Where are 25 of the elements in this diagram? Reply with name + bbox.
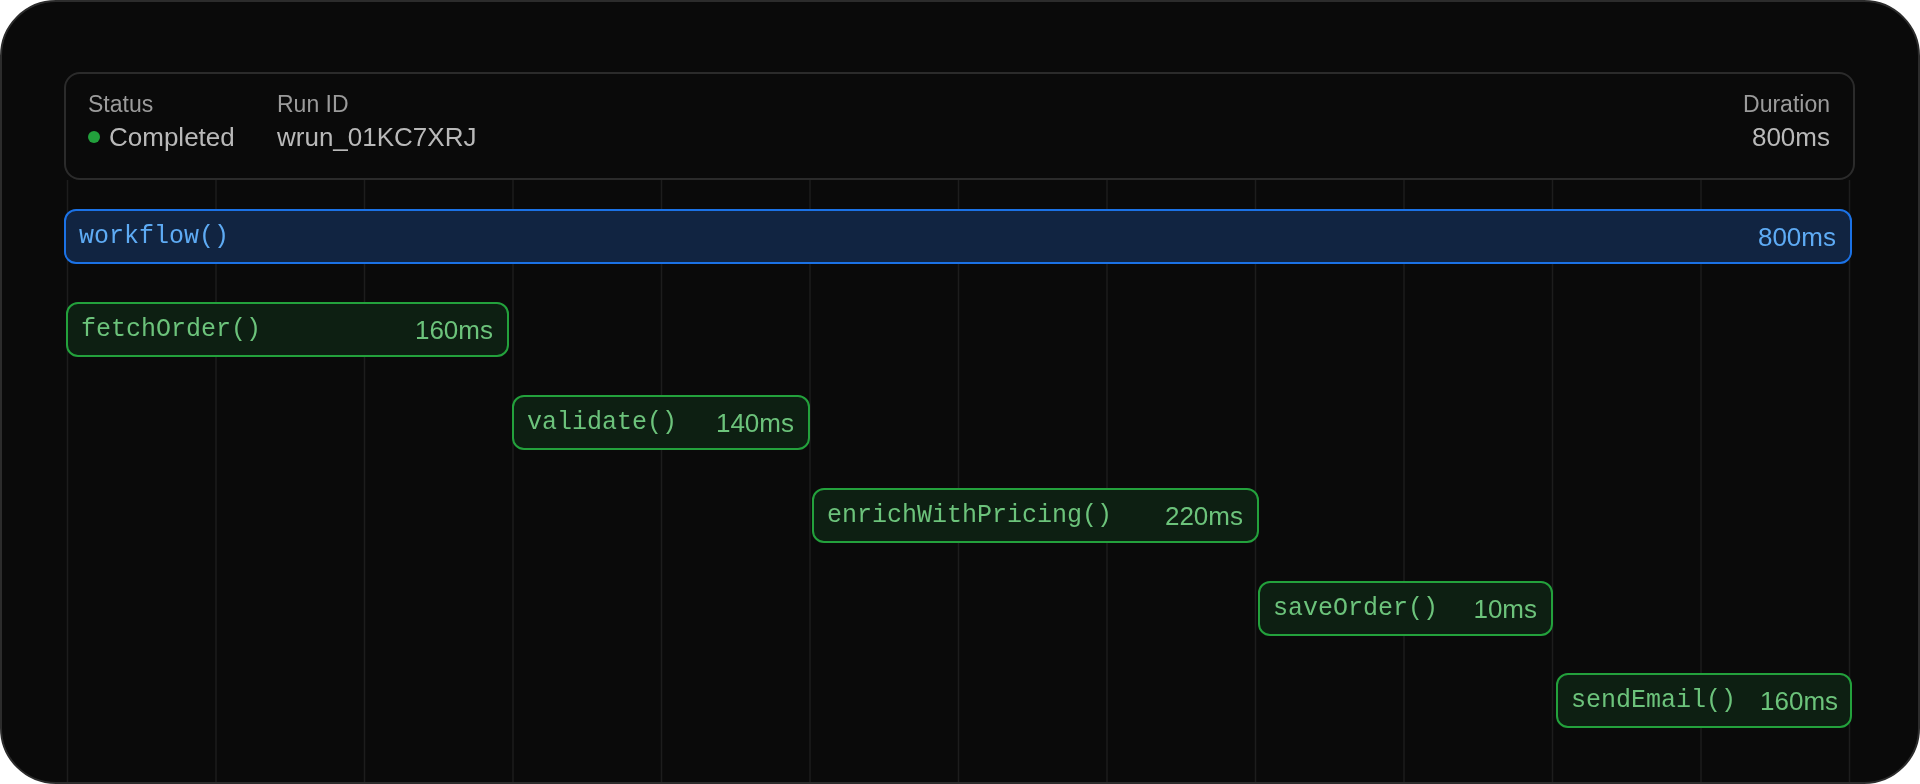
duration-label: Duration: [1743, 90, 1830, 119]
status-label: Status: [88, 90, 155, 119]
step-span-bar: [1258, 581, 1553, 636]
duration-value: 800ms: [1757, 221, 1836, 252]
duration-value: 160ms: [414, 314, 493, 345]
step-span-bar: [512, 395, 810, 450]
function-name: fetchOrder(): [81, 314, 262, 345]
function-name: workflow(): [79, 221, 230, 252]
duration-value: 220ms: [1164, 500, 1243, 531]
duration-value: 800ms: [1751, 121, 1830, 154]
function-name: enrichWithPricing(): [827, 500, 1113, 531]
workflow-span-bar: [64, 209, 1852, 264]
function-name: saveOrder(): [1273, 593, 1439, 624]
step-span-bar: [812, 488, 1259, 543]
function-name: sendEmail(): [1571, 685, 1737, 716]
step-span-bar: [1556, 673, 1852, 728]
duration-value: 140ms: [715, 407, 794, 438]
step-span-bar: [66, 302, 509, 357]
function-name: validate(): [527, 407, 678, 438]
run-id-value: wrun_01KC7XRJ: [277, 121, 477, 154]
duration-value: 10ms: [1473, 593, 1537, 624]
status-value: Completed: [109, 121, 235, 154]
duration-value: 160ms: [1760, 685, 1839, 716]
run-id-label: Run ID: [277, 90, 350, 119]
run-summary-card: [64, 72, 1855, 180]
